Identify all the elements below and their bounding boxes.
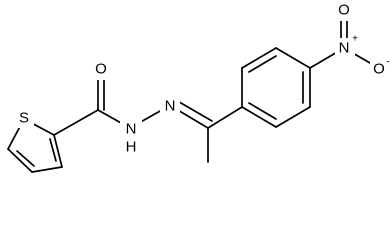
nitro-oxygen-charge: - [386,57,389,68]
sulfur-atom-label: S [19,110,29,127]
amide-hydrogen-label: H [126,139,137,156]
nitro-top-oxygen-label: O [338,2,350,19]
carbonyl-oxygen-label: O [95,61,107,78]
bond-c3-c2 [53,134,63,168]
hydrazone-chain [53,71,243,163]
amide-nitrogen-label: N [126,121,137,138]
bond-c6-c1 [241,106,277,128]
bond-c-aryl [207,106,243,129]
chemical-structure-diagram: S O N H N N + O O - [7,1,390,173]
bond-c2-c3 [241,47,277,69]
double-bond-c3-c2-inner [49,138,57,162]
bond-c5-c6 [275,106,311,128]
imine-nitrogen-label: N [165,98,176,115]
nitro-nitrogen-charge: + [352,34,358,45]
benzene-ring [241,47,311,128]
bond-c3-c4 [275,47,311,69]
atom-labels: S O N H N N + O O - [16,1,390,156]
nitro-nitrogen-label: N [339,40,350,57]
inner-bond-c6-c1 [248,102,277,120]
bond-c2-carbonyl [53,109,99,136]
nitro-right-oxygen-label: O [373,61,385,78]
bond-c5-c4 [7,148,33,173]
bond-c4-c3 [31,166,63,173]
bond-imine-inner [173,98,213,122]
inner-bond-c2-c3 [248,55,277,73]
double-bond-c5-c4-inner [16,150,35,167]
